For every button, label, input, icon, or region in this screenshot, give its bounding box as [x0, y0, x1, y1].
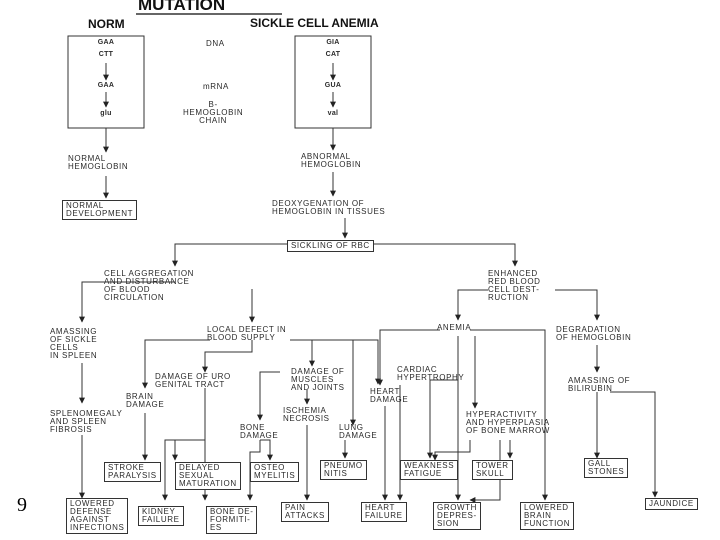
kidney-failure: KIDNEY FAILURE: [138, 506, 184, 526]
cell-aggregation: CELL AGGREGATION AND DISTURBANCE OF BLOO…: [104, 269, 195, 302]
lowered-brain-function: LOWERED BRAIN FUNCTION: [520, 502, 575, 530]
delayed-sexual-maturation: DELAYED SEXUAL MATURATION: [175, 462, 241, 490]
bone-damage: BONE DAMAGE: [240, 423, 279, 440]
pneumonitis: PNEUMO NITIS: [320, 460, 367, 480]
chain-label: β- HEMOGLOBIN CHAIN: [183, 100, 244, 125]
pain-attacks: PAIN ATTACKS: [281, 502, 329, 522]
jaundice: JAUNDICE: [645, 498, 698, 510]
weakness-fatigue: WEAKNESS FATIGUE: [400, 460, 459, 480]
ischemia-necrosis: ISCHEMIA NECROSIS: [283, 406, 330, 423]
abnormal-hemoglobin: ABNORMAL HEMOGLOBIN: [301, 152, 362, 169]
tower-skull: TOWER SKULL: [472, 460, 513, 480]
sickle-dna-codon-2: CAT: [325, 51, 341, 58]
stroke-paralysis: STROKE PARALYSIS: [104, 462, 161, 482]
norm-mrna-codon: GAA: [97, 82, 115, 89]
local-defect-blood-supply: LOCAL DEFECT IN BLOOD SUPPLY: [207, 325, 287, 342]
heart-damage: HEART DAMAGE: [370, 387, 409, 404]
heart-failure: HEART FAILURE: [361, 502, 407, 522]
norm-amino-acid: glu: [100, 110, 112, 117]
degradation-of-hemoglobin: DEGRADATION OF HEMOGLOBIN: [556, 325, 632, 342]
sickle-amino-acid: val: [327, 110, 339, 117]
disease-header: SICKLE CELL ANEMIA: [250, 16, 379, 30]
page-title: MUTATION: [138, 0, 226, 14]
sickling-of-rbc: SICKLING OF RBC: [287, 240, 374, 252]
sickle-dna-codon-1: GIA: [326, 39, 340, 46]
anemia: ANEMIA: [437, 323, 472, 332]
normal-development: NORMAL DEVELOPMENT: [62, 200, 138, 220]
damage-urogenital: DAMAGE OF URO GENITAL TRACT: [155, 372, 231, 389]
osteomyelitis: OSTEO MYELITIS: [250, 462, 300, 482]
hyperactivity-bone-marrow: HYPERACTIVITY AND HYPERPLASIA OF BONE MA…: [466, 410, 550, 435]
enhanced-rbc-destruction: ENHANCED RED BLOOD CELL DEST- RUCTION: [488, 269, 541, 302]
page-number: 9: [17, 494, 27, 516]
brain-damage: BRAIN DAMAGE: [126, 392, 165, 409]
sickle-mrna-codon: GUA: [324, 82, 342, 89]
gallstones: GALL STONES: [584, 458, 629, 478]
bone-deformities: BONE DE- FORMITI- ES: [206, 506, 258, 534]
norm-header: NORM: [88, 17, 125, 31]
normal-hemoglobin: NORMAL HEMOGLOBIN: [68, 154, 129, 171]
growth-depression: GROWTH DEPRES- SION: [433, 502, 482, 530]
norm-dna-codon-1: GAA: [97, 39, 115, 46]
cardiac-hypertrophy: CARDIAC HYPERTROPHY: [397, 365, 465, 382]
dna-label: DNA: [206, 39, 225, 48]
norm-dna-codon-2: CTT: [98, 51, 114, 58]
deoxygenation: DEOXYGENATION OF HEMOGLOBIN IN TISSUES: [272, 199, 386, 216]
splenomegaly: SPLENOMEGALY AND SPLEEN FIBROSIS: [50, 409, 123, 434]
lung-damage: LUNG DAMAGE: [339, 423, 378, 440]
mrna-label: mRNA: [203, 82, 229, 91]
amassing-of-bilirubin: AMASSING OF BILIRUBIN: [568, 376, 631, 393]
damage-muscles-joints: DAMAGE OF MUSCLES AND JOINTS: [291, 367, 345, 392]
amassing-in-spleen: AMASSING OF SICKLE CELLS IN SPLEEN: [50, 327, 98, 360]
lowered-defense: LOWERED DEFENSE AGAINST INFECTIONS: [66, 498, 129, 534]
